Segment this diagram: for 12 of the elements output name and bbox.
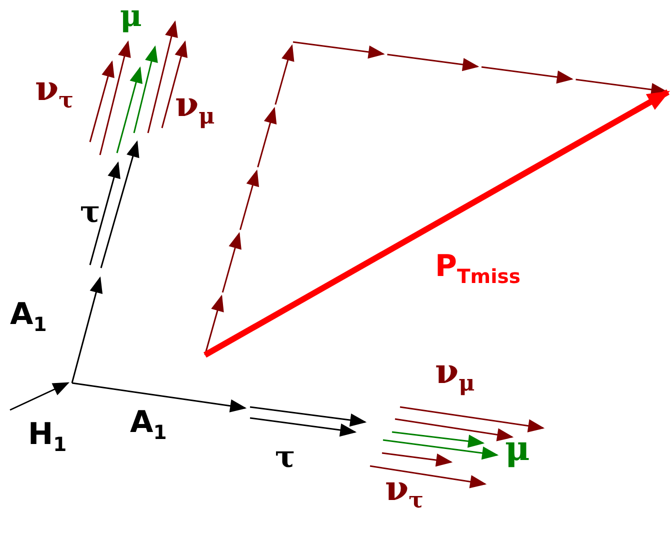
particle-label: ν$_{μ}$: [435, 355, 475, 395]
particle-label: ν$_{τ}$: [385, 472, 424, 512]
particle-label: μ: [120, 2, 142, 32]
particle-label: τ: [80, 198, 100, 228]
particle-label: A$_{1}$: [130, 408, 167, 442]
particle-label: A$_{1}$: [10, 300, 47, 334]
particle-label: H$_{1}$: [28, 420, 67, 454]
particle-label: ν$_{τ}$: [35, 72, 74, 112]
particle-label: ν$_{μ}$: [175, 88, 215, 128]
particle-label: μ: [505, 432, 530, 466]
vector-label: P$_{Tmiss}$: [435, 252, 521, 286]
particle-label: τ: [275, 443, 296, 473]
